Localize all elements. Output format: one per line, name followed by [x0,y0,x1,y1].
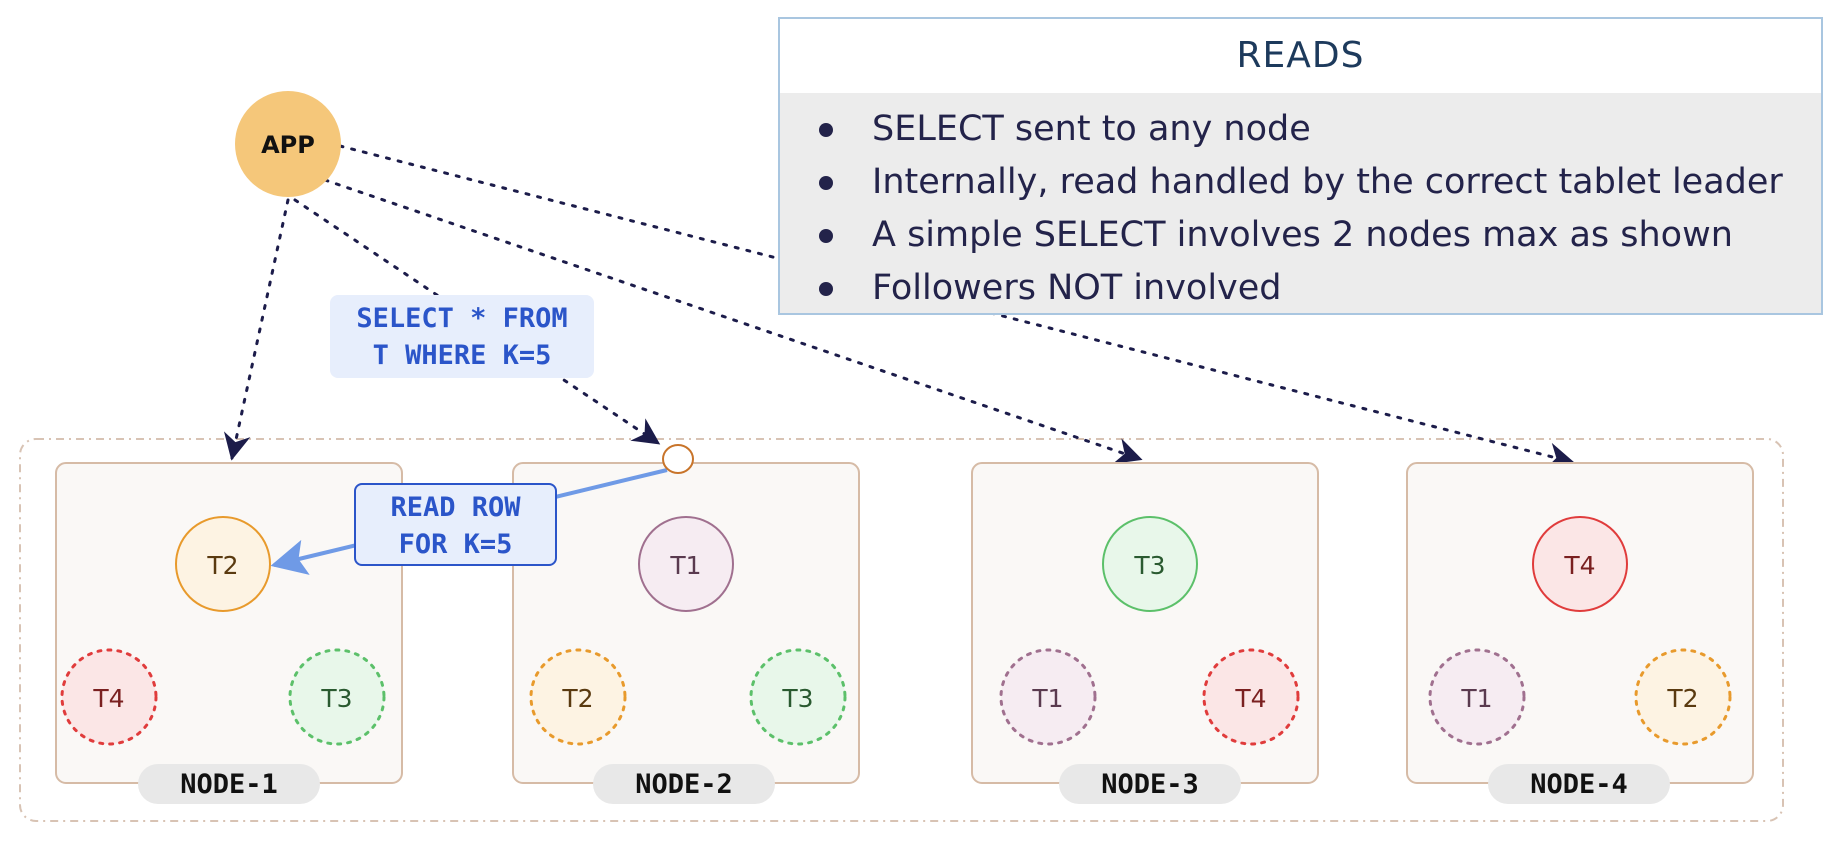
panel-title: READS [1236,35,1365,76]
node-2-leader-label: T1 [669,551,701,580]
panel-body: SELECT sent to any node Internally, read… [780,93,1821,313]
node-3-follower-tablet-1 [999,648,1097,746]
node-2-name: NODE-2 [635,769,733,800]
node-4-follower-label-1: T1 [1460,684,1492,713]
node-3-leader-tablet [1102,516,1198,612]
node-4-follower-tablet-2 [1634,648,1732,746]
node-2: T1 T2 T3 NODE-2 [512,462,860,804]
node-4: T4 T1 T2 NODE-4 [1406,462,1754,804]
node-4-leader-label: T4 [1563,551,1595,580]
node-1-name-tag [138,764,320,804]
request-line-node-3 [323,178,1143,464]
panel-bullet-text: SELECT sent to any node [872,109,1311,149]
panel-bullet-text: A simple SELECT involves 2 nodes max as … [872,215,1733,255]
node-1-name: NODE-1 [180,769,278,800]
app-circle [235,91,341,197]
reads-info-panel: READS SELECT sent to any node Internally… [778,17,1823,315]
panel-bullet-list: SELECT sent to any node Internally, read… [780,103,1821,315]
panel-bullet-text: Internally, read handled by the correct … [872,162,1783,202]
node-2-follower-label-2: T3 [781,684,813,713]
select-query-line-1: SELECT * FROM [356,303,568,334]
request-entry-point [662,444,694,474]
bullet-dot-icon [819,282,833,296]
node-1-follower-tablet-2 [288,648,386,746]
node-3-follower-label-2: T4 [1234,684,1266,713]
node-3-leader-label: T3 [1133,551,1165,580]
node-2-follower-label-1: T2 [561,684,593,713]
node-2-name-tag [593,764,775,804]
panel-bullet-text: Followers NOT involved [872,268,1282,308]
request-line-node-1 [223,198,290,461]
select-query-label: SELECT * FROM T WHERE K=5 [330,295,594,378]
panel-bullet: Internally, read handled by the correct … [780,156,1821,209]
node-4-leader-tablet [1532,516,1628,612]
node-1-leader-tablet [175,516,271,612]
node-4-follower-tablet-1 [1428,648,1526,746]
node-2-leader-tablet [638,516,734,612]
panel-bullet: SELECT sent to any node [780,103,1821,156]
node-4-name-tag [1488,764,1670,804]
cluster-boundary [19,438,1784,822]
node-1-leader-label: T2 [206,551,238,580]
node-1-follower-label-2: T3 [320,684,352,713]
node-1-follower-label-1: T4 [92,684,124,713]
node-4-follower-label-2: T2 [1666,684,1698,713]
panel-bullet: A simple SELECT involves 2 nodes max as … [780,209,1821,262]
bullet-dot-icon [819,176,833,190]
node-1-follower-tablet-1 [60,648,158,746]
bullet-dot-icon [819,123,833,137]
node-4-name: NODE-4 [1530,769,1628,800]
bullet-dot-icon [819,229,833,243]
node-2-follower-tablet-2 [749,648,847,746]
read-row-line-2: FOR K=5 [398,529,513,560]
node-2-follower-tablet-1 [529,648,627,746]
app-label: APP [261,131,315,159]
node-3-follower-label-1: T1 [1031,684,1063,713]
node-3-name-tag [1059,764,1241,804]
read-row-label: READ ROW FOR K=5 [354,483,557,566]
node-3: T3 T1 T4 NODE-3 [971,462,1319,804]
select-query-line-2: T WHERE K=5 [372,340,552,371]
panel-bullet: Followers NOT involved [780,262,1821,315]
node-3-name: NODE-3 [1101,769,1199,800]
node-1: T2 T4 T3 NODE-1 [55,462,403,804]
node-3-follower-tablet-2 [1202,648,1300,746]
read-row-line-1: READ ROW [390,492,521,523]
